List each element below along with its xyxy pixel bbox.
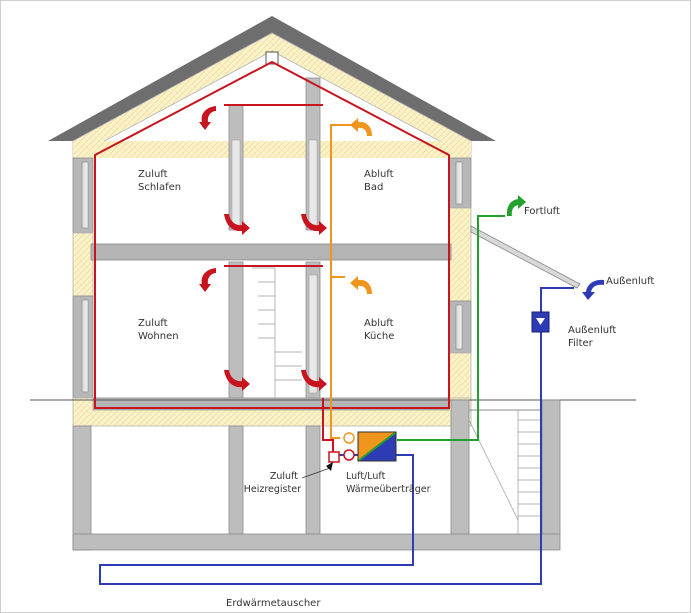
red-curved-arrow-icon bbox=[199, 106, 327, 391]
stairs-ground-floor bbox=[252, 267, 302, 398]
supply-fan-icon bbox=[343, 449, 355, 461]
abluft-kueche-label: Abluft Küche bbox=[364, 318, 397, 342]
heat-exchanger-icon bbox=[357, 431, 397, 462]
filter-icon bbox=[531, 311, 550, 333]
heating-register-icon bbox=[328, 451, 340, 463]
aussenluft-filter-label: Außenluft Filter bbox=[568, 325, 620, 349]
aussenluft-label: Außenluft bbox=[606, 276, 654, 287]
zuluft-schlafen-label: Zuluft Schlafen bbox=[138, 169, 181, 193]
stairs-basement bbox=[468, 410, 542, 534]
green-curved-arrow-icon bbox=[506, 195, 526, 216]
fortluft-duct bbox=[397, 215, 505, 441]
roof-vent-cap bbox=[265, 51, 279, 65]
basement bbox=[72, 399, 561, 551]
outer-walls bbox=[72, 157, 472, 402]
orange-curved-arrow-icon bbox=[350, 118, 372, 294]
supply-air-duct bbox=[94, 60, 450, 452]
abluft-bad-label: Abluft Bad bbox=[364, 169, 397, 193]
fortluft-label: Fortluft bbox=[524, 206, 560, 217]
canopy bbox=[470, 225, 581, 289]
zuluft-wohnen-label: Zuluft Wohnen bbox=[138, 318, 179, 342]
ceiling-slab bbox=[90, 243, 452, 261]
inner-walls bbox=[228, 77, 321, 399]
zuluft-heizregister-label: Zuluft Heizregister bbox=[244, 471, 301, 495]
exhaust-air-duct bbox=[330, 124, 357, 439]
blue-curved-arrow-icon bbox=[582, 279, 604, 300]
erdwaermetauscher-label: Erdwärmetauscher bbox=[226, 598, 321, 609]
roof bbox=[48, 16, 496, 159]
waermeuebertraeger-label: Luft/Luft Wärmeübertrãger bbox=[346, 471, 431, 495]
exhaust-fan-icon bbox=[343, 432, 355, 444]
heizregister-leader bbox=[301, 467, 331, 479]
